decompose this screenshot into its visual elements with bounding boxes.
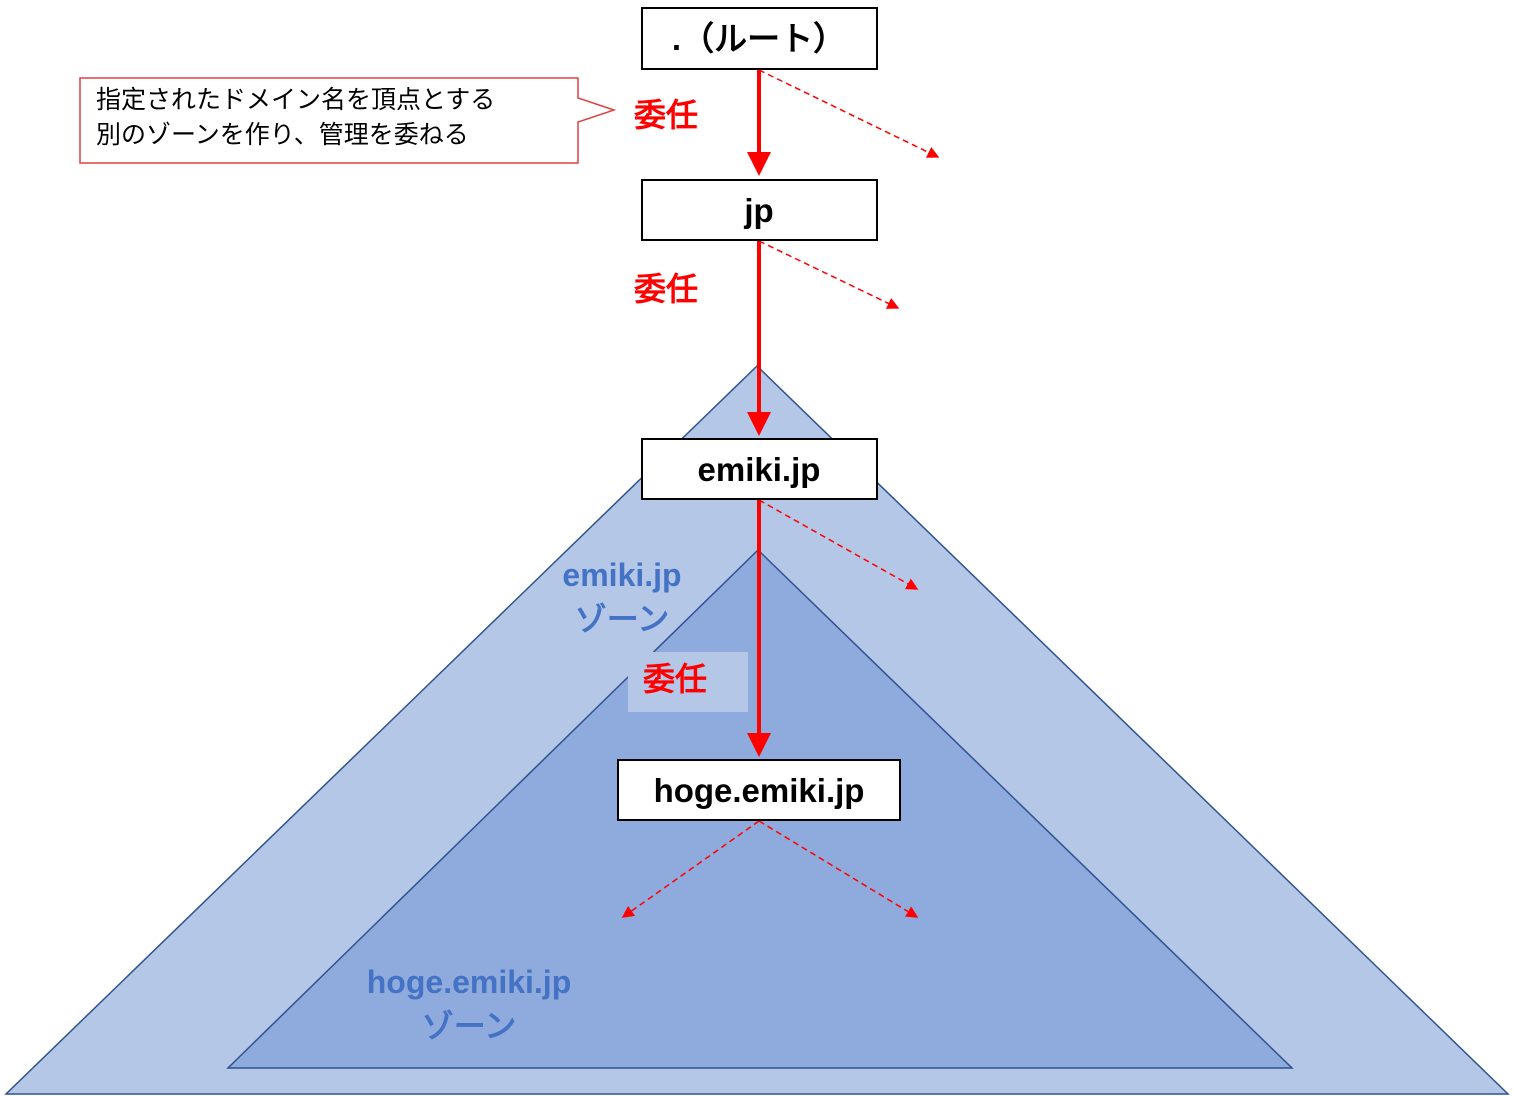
dashed-arrow-hoge-right (758, 820, 919, 918)
node-root-label: .（ルート） (672, 20, 846, 57)
hoge-zone-label-line1: hoge.emiki.jp (367, 964, 571, 1000)
dashed-arrow-hoge-left (621, 820, 760, 918)
callout-note: 指定されたドメイン名を頂点とする 別のゾーンを作り、管理を委ねる (79, 77, 617, 164)
node-emiki-label: emiki.jp (698, 451, 821, 488)
emiki-zone-label-line1: emiki.jp (562, 557, 681, 593)
emiki-zone-label-line2: ゾーン (575, 601, 669, 637)
dashed-arrow-jp (758, 240, 900, 309)
delegation-label-2: 委任 (634, 270, 698, 308)
node-hoge-label: hoge.emiki.jp (654, 772, 865, 809)
node-jp: jp (641, 179, 878, 241)
node-emiki: emiki.jp (641, 438, 878, 500)
dashed-arrow-root (758, 69, 940, 158)
callout-line2: 別のゾーンを作り、管理を委ねる (96, 120, 469, 149)
delegation-label-3-highlight (628, 652, 748, 712)
node-jp-label: jp (743, 192, 773, 229)
node-hoge: hoge.emiki.jp (617, 759, 901, 821)
dashed-arrow-emiki (758, 499, 919, 590)
callout-line1: 指定されたドメイン名を頂点とする (96, 85, 495, 114)
delegation-label-3: 委任 (643, 660, 707, 698)
hoge-zone-label-line2: ゾーン (422, 1008, 516, 1044)
delegation-label-1: 委任 (634, 96, 698, 134)
node-root: .（ルート） (641, 7, 878, 70)
